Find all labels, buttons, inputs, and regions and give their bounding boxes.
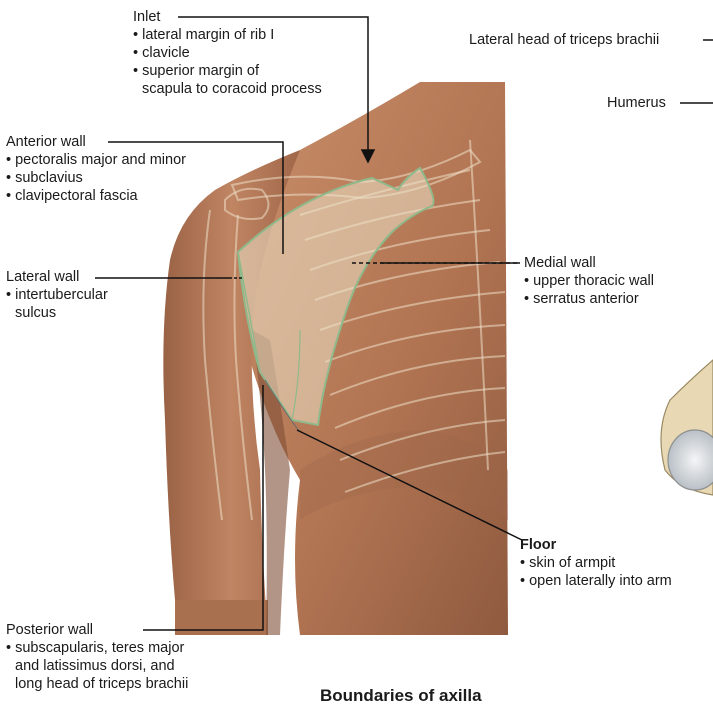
lateral-head-triceps-label: Lateral head of triceps brachii	[469, 31, 659, 49]
humerus-label: Humerus	[607, 94, 666, 112]
anterior-wall-item: pectoralis major and minor	[6, 151, 186, 169]
medial-wall-label: Medial wall upper thoracic wall serratus…	[524, 254, 654, 308]
posterior-wall-heading: Posterior wall	[6, 621, 188, 639]
anterior-wall-item: clavipectoral fascia	[6, 187, 186, 205]
figure-title: Boundaries of axilla	[320, 686, 482, 706]
anterior-wall-item: subclavius	[6, 169, 186, 187]
lateral-wall-heading: Lateral wall	[6, 268, 108, 286]
medial-wall-item: upper thoracic wall	[524, 272, 654, 290]
posterior-wall-label: Posterior wall subscapularis, teres majo…	[6, 621, 188, 693]
inlet-item: lateral margin of rib I	[133, 26, 322, 44]
inlet-item: clavicle	[133, 44, 322, 62]
lateral-wall-item: intertubercular	[6, 286, 108, 304]
floor-item: skin of armpit	[520, 554, 672, 572]
posterior-wall-continuation: and latissimus dorsi, and	[6, 657, 188, 675]
anterior-wall-label: Anterior wall pectoralis major and minor…	[6, 133, 186, 205]
floor-heading: Floor	[520, 536, 672, 554]
inlet-item: superior margin of	[133, 62, 322, 80]
floor-item: open laterally into arm	[520, 572, 672, 590]
lateral-wall-continuation: sulcus	[6, 304, 108, 322]
inlet-continuation: scapula to coracoid process	[133, 80, 322, 98]
medial-wall-heading: Medial wall	[524, 254, 654, 272]
lateral-head-triceps-text: Lateral head of triceps brachii	[469, 32, 659, 48]
lateral-wall-label: Lateral wall intertubercular sulcus	[6, 268, 108, 322]
posterior-wall-item: subscapularis, teres major	[6, 639, 188, 657]
humerus-inset	[661, 360, 713, 495]
inlet-heading: Inlet	[133, 8, 322, 26]
floor-label: Floor skin of armpit open laterally into…	[520, 536, 672, 590]
inlet-label: Inlet lateral margin of rib I clavicle s…	[133, 8, 322, 98]
posterior-wall-continuation: long head of triceps brachii	[6, 675, 188, 693]
humerus-text: Humerus	[607, 95, 666, 111]
medial-wall-item: serratus anterior	[524, 290, 654, 308]
anterior-wall-heading: Anterior wall	[6, 133, 186, 151]
